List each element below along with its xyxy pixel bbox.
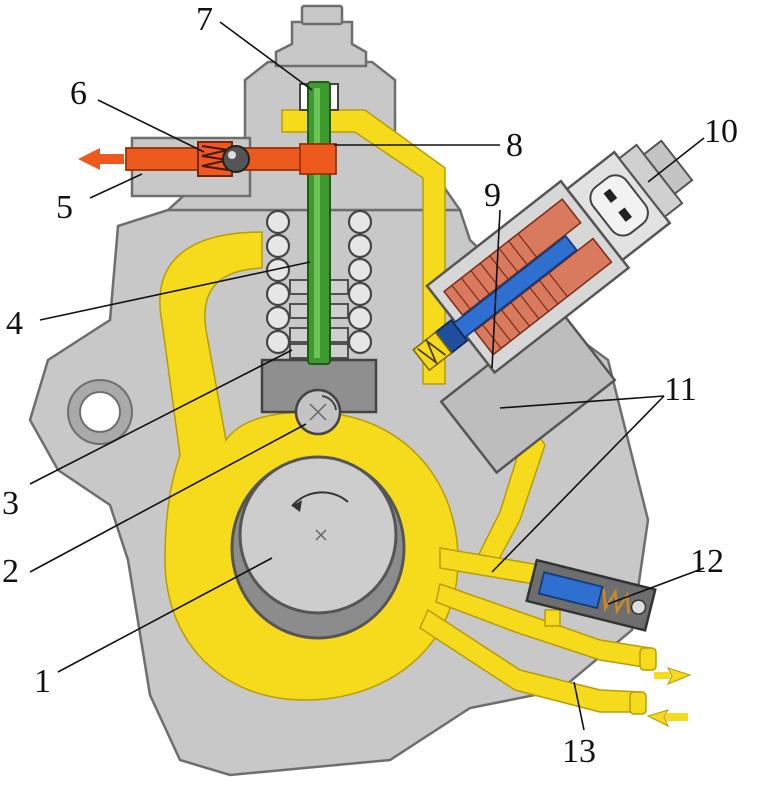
label-9: 9 — [484, 177, 501, 214]
label-3: 3 — [2, 485, 19, 522]
label-11: 11 — [664, 371, 697, 408]
inlet-flow-arrow — [646, 709, 688, 728]
return-flow-arrow — [654, 667, 692, 685]
plunger-assembly — [238, 81, 398, 615]
callout-labels: 7 6 5 8 9 10 4 3 2 1 11 12 13 — [2, 1, 738, 770]
label-10: 10 — [704, 113, 738, 150]
label-13: 13 — [562, 733, 596, 770]
solenoid-valve — [412, 139, 694, 475]
relief-valve — [525, 558, 657, 632]
outlet-valve — [78, 141, 337, 177]
check-ball — [222, 145, 250, 173]
label-5: 5 — [56, 189, 73, 226]
coil-bottom — [473, 237, 613, 356]
label-8: 8 — [506, 127, 523, 164]
outlet-arrow — [78, 148, 124, 170]
cam — [238, 455, 398, 615]
coil-top — [442, 198, 582, 317]
spring-right — [347, 209, 373, 355]
label-6: 6 — [70, 75, 87, 112]
label-4: 4 — [6, 305, 23, 342]
label-1: 1 — [34, 663, 51, 700]
leader-lines — [29, 21, 705, 731]
label-12: 12 — [690, 543, 724, 580]
label-7: 7 — [196, 1, 213, 38]
spring-left — [265, 209, 291, 355]
label-2: 2 — [2, 553, 19, 590]
